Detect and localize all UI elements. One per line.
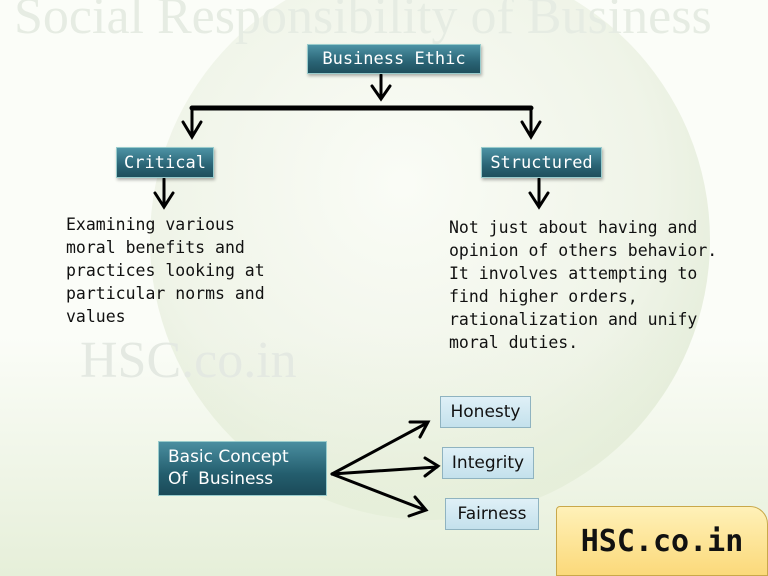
honesty-node: Honesty bbox=[440, 396, 531, 428]
critical-node: Critical bbox=[116, 147, 214, 178]
business-ethic-node: Business Ethic bbox=[307, 44, 481, 74]
basic-concept-node: Basic Concept Of Business bbox=[158, 441, 327, 496]
structured-node: Structured bbox=[481, 147, 602, 178]
fairness-node: Fairness bbox=[445, 498, 539, 530]
critical-description: Examining various moral benefits and pra… bbox=[66, 215, 265, 326]
structured-description: Not just about having and opinion of oth… bbox=[449, 218, 718, 352]
hsc-banner: HSC.co.in bbox=[556, 506, 768, 576]
background-title: Social Responsibility of Business bbox=[14, 0, 712, 45]
integrity-node: Integrity bbox=[442, 447, 534, 479]
watermark: HSC.co.in bbox=[80, 332, 297, 389]
